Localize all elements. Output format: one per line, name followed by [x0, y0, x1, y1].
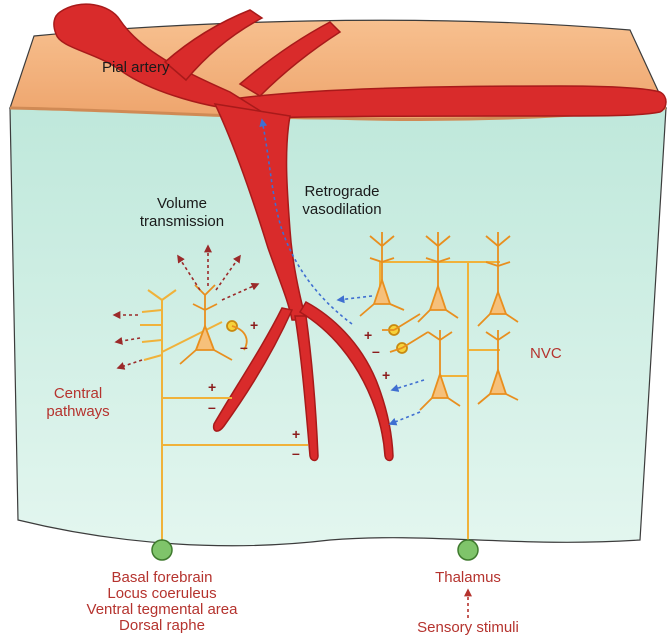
- arteriole-branch-middle: [294, 315, 319, 462]
- volume-transmission-arrows: [112, 244, 260, 370]
- retrograde-arrows: [259, 118, 425, 426]
- pial-artery-right-branch: [238, 85, 667, 119]
- central-pathway-terminals: [140, 289, 177, 361]
- label-basal-forebrain: Basal forebrain: [112, 569, 213, 586]
- central-pathway-branch-3: [161, 321, 223, 353]
- pial-artery-left-loop: [53, 3, 265, 113]
- neuron-nvc-5: [477, 330, 519, 405]
- neuron-nvc-1: [359, 232, 405, 317]
- label-pial-artery: Pial artery: [102, 59, 170, 76]
- label-retrograde-line1: Retrograde: [304, 183, 379, 200]
- label-central-line2: pathways: [46, 403, 109, 420]
- retrograde-path: [259, 118, 353, 325]
- neuron-volume-soma: [194, 323, 216, 351]
- neuron-nvc-2: [417, 232, 459, 323]
- label-volume-line2: transmission: [140, 213, 224, 230]
- thalamus-node: [457, 539, 479, 561]
- sign-minus-volume: –: [240, 339, 248, 355]
- label-ventral-tegmental: Ventral tegmental area: [87, 601, 239, 618]
- sign-minus-nvc: –: [372, 343, 380, 359]
- neuron-group: [179, 232, 519, 411]
- label-locus-coeruleus: Locus coeruleus: [107, 585, 216, 602]
- label-volume-line1: Volume: [157, 195, 207, 212]
- pial-artery-branch-a: [163, 9, 264, 82]
- interneuron-pair: [382, 313, 429, 354]
- central-pathway-wiring: [140, 289, 308, 540]
- sign-plus-nvc-2: +: [382, 367, 390, 383]
- arteriole-branch-left: [212, 307, 294, 432]
- arteriole-branch-right: [298, 301, 394, 462]
- label-retrograde-line2: vasodilation: [302, 201, 381, 218]
- pial-artery-branch-b: [238, 21, 342, 97]
- sign-plus-nvc-1: +: [364, 327, 372, 343]
- neuron-nvc-4: [419, 330, 461, 411]
- sign-minus-central-2: –: [292, 445, 300, 461]
- neuron-nvc-3: [477, 232, 519, 327]
- central-pathways-node: [151, 539, 173, 561]
- labels: Pial artery Volume transmission Retrogra…: [46, 59, 562, 636]
- label-thalamus: Thalamus: [435, 569, 501, 586]
- sign-plus-volume: +: [250, 317, 258, 333]
- sign-plus-central-1: +: [208, 379, 216, 395]
- sign-minus-central-1: –: [208, 399, 216, 415]
- synaptic-signs: + – + – + – + – +: [208, 317, 390, 461]
- label-nvc: NVC: [530, 345, 562, 362]
- label-sensory-stimuli: Sensory stimuli: [417, 619, 519, 636]
- label-central-line1: Central: [54, 385, 102, 402]
- sign-plus-central-2: +: [292, 426, 300, 442]
- label-dorsal-raphe: Dorsal raphe: [119, 617, 205, 634]
- pial-artery: [53, 3, 667, 462]
